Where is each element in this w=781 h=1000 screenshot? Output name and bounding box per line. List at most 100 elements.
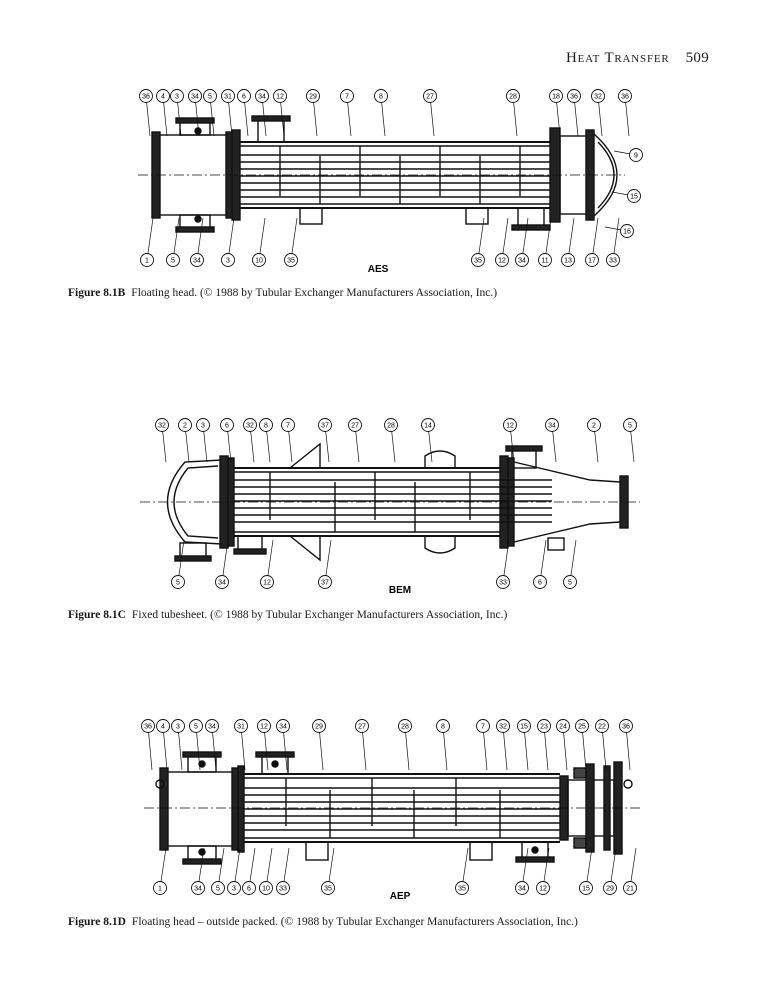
callout-top-18: 22 bbox=[598, 724, 606, 731]
callout-bottom-6: 33 bbox=[279, 886, 287, 893]
callout-top-6: 6 bbox=[242, 94, 246, 101]
callout-bottom-9-circle bbox=[538, 253, 552, 267]
callout-bottom-0: 1 bbox=[158, 886, 162, 893]
callout-top-7-circle bbox=[276, 719, 290, 733]
callout-top-11-circle bbox=[436, 719, 450, 733]
callout-right-0: 9 bbox=[634, 153, 638, 160]
callout-top-11: 8 bbox=[441, 724, 445, 731]
callout-bottom-4: 33 bbox=[499, 580, 507, 587]
callout-bottom-11: 17 bbox=[588, 258, 596, 265]
callout-top-2: 3 bbox=[176, 724, 180, 731]
callout-top-5-circle bbox=[221, 89, 235, 103]
callout-top-17-circle bbox=[575, 719, 589, 733]
callout-bottom-9-circle bbox=[515, 881, 529, 895]
callout-top-4: 34 bbox=[208, 724, 216, 731]
callout-top-4-circle bbox=[205, 719, 219, 733]
caption-aes: Figure 8.1B Floating head. (© 1988 by Tub… bbox=[68, 287, 497, 299]
callout-top-7-circle bbox=[255, 89, 269, 103]
callout-top-13: 2 bbox=[592, 423, 596, 430]
callout-top-3: 5 bbox=[194, 724, 198, 731]
callout-top-8-circle bbox=[348, 418, 362, 432]
callout-bottom-0: 1 bbox=[145, 258, 149, 265]
callout-bottom-2: 12 bbox=[263, 580, 271, 587]
caption-aep: Figure 8.1D Floating head – outside packe… bbox=[68, 916, 578, 928]
callout-top-8-circle bbox=[312, 719, 326, 733]
callout-bottom-3: 3 bbox=[226, 258, 230, 265]
caption-text: Floating head. (© 1988 by Tubular Exchan… bbox=[131, 287, 498, 299]
callout-bottom-13: 21 bbox=[626, 886, 634, 893]
callout-bottom-6-circle bbox=[563, 575, 577, 589]
callout-bottom-9: 34 bbox=[518, 886, 526, 893]
callout-top-15-circle bbox=[567, 89, 581, 103]
callout-bottom-7-circle bbox=[321, 881, 335, 895]
callout-top-16: 32 bbox=[594, 94, 602, 101]
callout-top-10: 7 bbox=[345, 94, 349, 101]
callout-bottom-5-circle bbox=[259, 881, 273, 895]
callout-bottom-7: 12 bbox=[498, 258, 506, 265]
design-label-bem: BEM bbox=[389, 585, 411, 596]
callout-bottom-0-circle bbox=[171, 575, 185, 589]
callout-top-2: 3 bbox=[201, 423, 205, 430]
callout-top-8: 12 bbox=[276, 94, 284, 101]
caption-label: Figure 8.1D bbox=[68, 916, 126, 928]
callout-bottom-1: 5 bbox=[171, 258, 175, 265]
callout-bottom-4-circle bbox=[252, 253, 266, 267]
callout-bottom-0-circle bbox=[140, 253, 154, 267]
callout-top-5: 31 bbox=[224, 94, 232, 101]
callout-right-1-circle bbox=[627, 189, 641, 203]
callout-top-14-circle bbox=[549, 89, 563, 103]
callout-bottom-8-circle bbox=[515, 253, 529, 267]
callout-bottom-4: 6 bbox=[247, 886, 251, 893]
callout-top-3-circle bbox=[188, 89, 202, 103]
running-title: Heat Transfer bbox=[565, 50, 670, 66]
callout-top-19: 36 bbox=[622, 724, 630, 731]
caption-text: Floating head – outside packed. (© 1988 … bbox=[131, 916, 578, 928]
callout-bottom-3-circle bbox=[221, 253, 235, 267]
caption-label: Figure 8.1B bbox=[68, 287, 126, 299]
callout-top-8: 27 bbox=[351, 423, 359, 430]
callout-top-3-circle bbox=[220, 418, 234, 432]
callout-bottom-5-circle bbox=[284, 253, 298, 267]
callout-top-7: 37 bbox=[321, 423, 329, 430]
callout-bottom-10: 13 bbox=[564, 258, 572, 265]
design-label-aes: AES bbox=[368, 264, 389, 275]
callout-bottom-4-circle bbox=[242, 881, 256, 895]
callout-right-2: 16 bbox=[623, 229, 631, 236]
callout-bottom-5: 6 bbox=[538, 580, 542, 587]
callout-top-18-circle bbox=[595, 719, 609, 733]
callout-top-13: 28 bbox=[509, 94, 517, 101]
callout-right-2-circle bbox=[620, 224, 634, 238]
callout-top-7: 34 bbox=[279, 724, 287, 731]
callout-top-9: 29 bbox=[309, 94, 317, 101]
callout-top-0: 36 bbox=[144, 724, 152, 731]
callout-top-12: 27 bbox=[426, 94, 434, 101]
callout-bottom-12-circle bbox=[606, 253, 620, 267]
callout-top-14: 15 bbox=[520, 724, 528, 731]
callout-bottom-8: 35 bbox=[458, 886, 466, 893]
callout-top-6-circle bbox=[281, 418, 295, 432]
callout-top-9-circle bbox=[306, 89, 320, 103]
callout-bottom-5-circle bbox=[533, 575, 547, 589]
callout-bottom-2-circle bbox=[211, 881, 225, 895]
callout-bottom-11: 15 bbox=[582, 886, 590, 893]
callout-bottom-3-circle bbox=[227, 881, 241, 895]
callout-bottom-2-circle bbox=[260, 575, 274, 589]
callout-top-1: 4 bbox=[161, 724, 165, 731]
callout-bottom-10-circle bbox=[536, 881, 550, 895]
callout-top-2-circle bbox=[171, 719, 185, 733]
callout-top-11: 8 bbox=[379, 94, 383, 101]
callout-bottom-1-circle bbox=[215, 575, 229, 589]
callout-bottom-7-circle bbox=[495, 253, 509, 267]
callout-top-5-circle bbox=[234, 719, 248, 733]
callout-top-6-circle bbox=[237, 89, 251, 103]
callout-top-3-circle bbox=[189, 719, 203, 733]
callout-top-1-circle bbox=[178, 418, 192, 432]
callout-bottom-5: 35 bbox=[287, 258, 295, 265]
callout-top-3: 6 bbox=[225, 423, 229, 430]
callout-top-4-circle bbox=[203, 89, 217, 103]
design-label-aep: AEP bbox=[390, 891, 411, 902]
